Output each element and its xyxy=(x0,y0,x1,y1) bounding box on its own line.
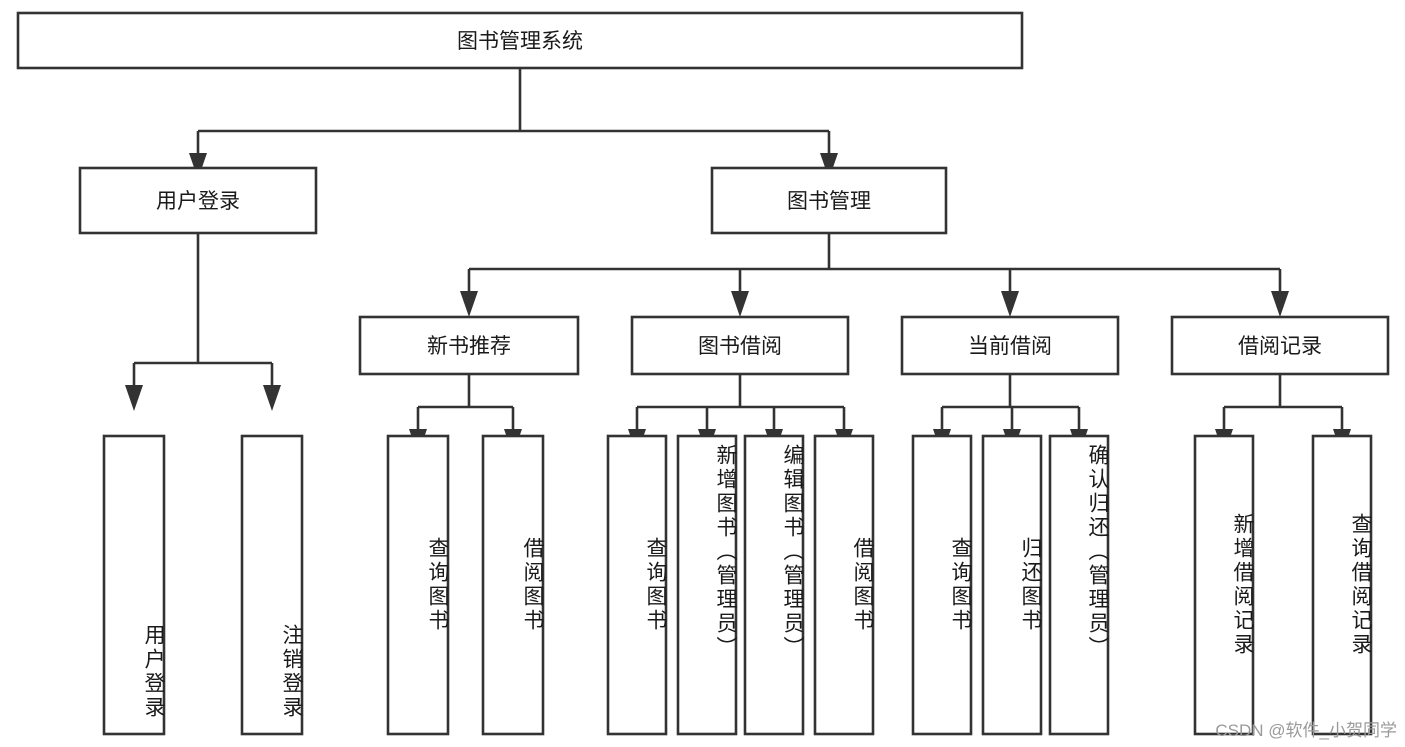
root-node-e59bbee4b9a6e7aea1e79086e7b3-label: 图书管理系统 xyxy=(457,30,583,53)
arrow-head-icon xyxy=(263,385,281,411)
leaf-7-node-e5809fe99885e59bbee4b9a6-box xyxy=(813,434,875,736)
level3-1-node-e59bbee4b9a6e5809fe99885-box xyxy=(630,315,850,376)
leaf-3-node-e5809fe99885e59bbee4b9a6-box xyxy=(481,434,545,736)
level2-1-node-e59bbee4b9a6e7aea1e79086-label: 图书管理 xyxy=(787,190,871,213)
leaf-11-node-e696b0e5a29ee5809fe99885e8ae-box xyxy=(1193,434,1255,736)
leaf-12-node-e69fa5e8afa2e5809fe99885e8ae-box xyxy=(1311,434,1373,736)
arrow-head-icon xyxy=(125,385,143,411)
arrow-head-icon xyxy=(820,153,838,179)
arrow-head-icon xyxy=(1001,291,1019,317)
connector-layer xyxy=(125,68,1351,455)
leaf-4-node-e69fa5e8afa2e59bbee4b9a6-box xyxy=(606,434,668,736)
leaf-6-node-e7bc96e8be91e59bbee4b9a6efbc-box xyxy=(743,434,805,736)
level3-2-node-e5bd93e5898de5809fe99885-label: 当前借阅 xyxy=(968,335,1052,358)
arrow-head-icon xyxy=(460,291,478,317)
leaf-9-node-e5bd92e8bf98e59bbee4b9a6-box xyxy=(981,434,1043,736)
level3-3-node-e5809fe99885e8aeb0e5bd95-label: 借阅记录 xyxy=(1238,335,1322,358)
root-node-e59bbee4b9a6e7aea1e79086e7b3-box xyxy=(16,11,1024,70)
node-box-layer xyxy=(16,11,1390,736)
level3-0-node-e696b0e4b9a6e68ea8e88d90-label: 新书推荐 xyxy=(427,335,511,358)
level3-1-node-e59bbee4b9a6e5809fe99885-label: 图书借阅 xyxy=(698,335,782,358)
level2-0-node-e794a8e688b7e799bbe5bd95-label: 用户登录 xyxy=(156,190,240,213)
leaf-8-node-e69fa5e8afa2e59bbee4b9a6-box xyxy=(911,434,973,736)
level3-0-node-e696b0e4b9a6e68ea8e88d90-box xyxy=(358,315,580,376)
arrow-head-icon xyxy=(189,153,207,179)
leaf-0-node-e794a8e688b7e799bbe5bd95-box xyxy=(102,434,166,736)
level3-3-node-e5809fe99885e8aeb0e5bd95-box xyxy=(1170,315,1390,376)
level3-2-node-e5bd93e5898de5809fe99885-box xyxy=(900,315,1120,376)
leaf-2-node-e69fa5e8afa2e59bbee4b9a6-box xyxy=(386,434,450,736)
leaf-10-node-e7a1aee8aea4e5bd92e8bf98efbc-box xyxy=(1048,434,1110,736)
arrow-head-icon xyxy=(731,291,749,317)
level2-1-node-e59bbee4b9a6e7aea1e79086-box xyxy=(710,166,948,235)
leaf-5-node-e696b0e5a29ee59bbee4b9a6efbc-box xyxy=(676,434,738,736)
level2-0-node-e794a8e688b7e799bbe5bd95-box xyxy=(78,166,318,235)
leaf-1-node-e6b3a8e99480e799bbe5bd95-box xyxy=(240,434,304,736)
arrow-head-icon xyxy=(1271,291,1289,317)
